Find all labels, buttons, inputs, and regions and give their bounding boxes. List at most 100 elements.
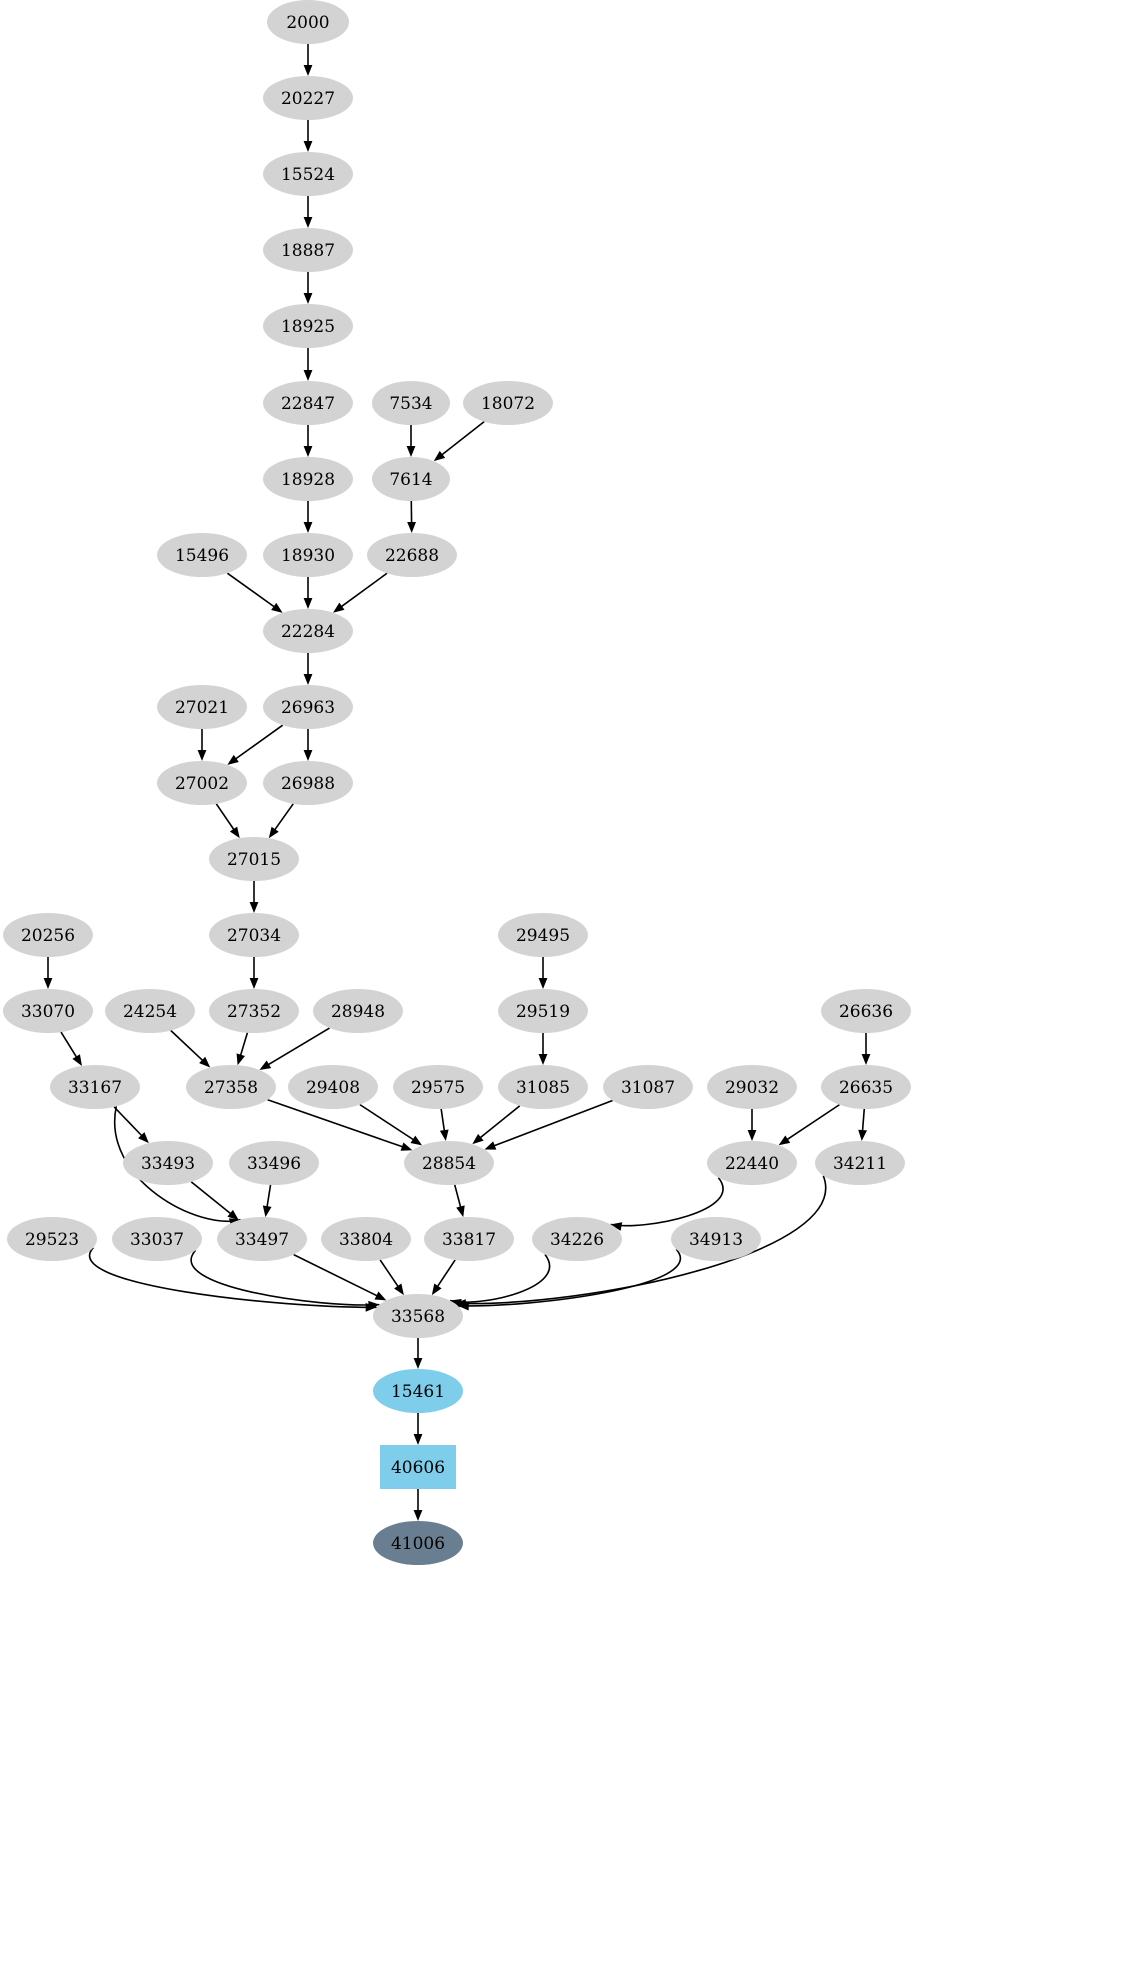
graph-node[interactable]: 18930 bbox=[263, 533, 353, 577]
node-ellipse[interactable] bbox=[263, 76, 353, 120]
graph-node[interactable]: 33493 bbox=[123, 1141, 213, 1185]
node-ellipse[interactable] bbox=[373, 1294, 463, 1338]
graph-node[interactable]: 33167 bbox=[50, 1065, 140, 1109]
graph-node[interactable]: 27021 bbox=[157, 685, 247, 729]
node-ellipse[interactable] bbox=[263, 381, 353, 425]
graph-node[interactable]: 22847 bbox=[263, 381, 353, 425]
graph-node[interactable]: 7614 bbox=[372, 457, 450, 501]
graph-node[interactable]: 33070 bbox=[3, 989, 93, 1033]
node-ellipse[interactable] bbox=[532, 1217, 622, 1261]
node-ellipse[interactable] bbox=[821, 989, 911, 1033]
graph-node[interactable]: 2000 bbox=[267, 0, 349, 44]
node-ellipse[interactable] bbox=[321, 1217, 411, 1261]
node-ellipse[interactable] bbox=[367, 533, 457, 577]
graph-node[interactable]: 27002 bbox=[157, 761, 247, 805]
node-ellipse[interactable] bbox=[209, 989, 299, 1033]
graph-node[interactable]: 31087 bbox=[603, 1065, 693, 1109]
node-ellipse[interactable] bbox=[671, 1217, 761, 1261]
node-ellipse[interactable] bbox=[263, 533, 353, 577]
graph-node[interactable]: 27015 bbox=[209, 837, 299, 881]
node-ellipse[interactable] bbox=[123, 1141, 213, 1185]
graph-node[interactable]: 28948 bbox=[313, 989, 403, 1033]
node-ellipse[interactable] bbox=[263, 761, 353, 805]
graph-node[interactable]: 22284 bbox=[263, 609, 353, 653]
graph-node[interactable]: 34211 bbox=[815, 1141, 905, 1185]
graph-node[interactable]: 18072 bbox=[463, 381, 553, 425]
graph-node[interactable]: 27358 bbox=[186, 1065, 276, 1109]
graph-node[interactable]: 29519 bbox=[498, 989, 588, 1033]
graph-node[interactable]: 29032 bbox=[707, 1065, 797, 1109]
node-ellipse[interactable] bbox=[373, 1521, 463, 1565]
node-ellipse[interactable] bbox=[50, 1065, 140, 1109]
node-ellipse[interactable] bbox=[707, 1141, 797, 1185]
graph-node[interactable]: 31085 bbox=[498, 1065, 588, 1109]
graph-node[interactable]: 27352 bbox=[209, 989, 299, 1033]
graph-node[interactable]: 15461 bbox=[373, 1369, 463, 1413]
node-ellipse[interactable] bbox=[372, 457, 450, 501]
graph-node[interactable]: 29575 bbox=[393, 1065, 483, 1109]
node-ellipse[interactable] bbox=[404, 1141, 494, 1185]
node-ellipse[interactable] bbox=[815, 1141, 905, 1185]
node-ellipse[interactable] bbox=[267, 0, 349, 44]
graph-node[interactable]: 28854 bbox=[404, 1141, 494, 1185]
node-ellipse[interactable] bbox=[263, 609, 353, 653]
node-ellipse[interactable] bbox=[263, 228, 353, 272]
graph-node[interactable]: 29408 bbox=[288, 1065, 378, 1109]
graph-node[interactable]: 22440 bbox=[707, 1141, 797, 1185]
graph-node[interactable]: 26963 bbox=[263, 685, 353, 729]
graph-node[interactable]: 29523 bbox=[7, 1217, 97, 1261]
graph-node[interactable]: 15496 bbox=[157, 533, 247, 577]
graph-node[interactable]: 26635 bbox=[821, 1065, 911, 1109]
node-ellipse[interactable] bbox=[263, 304, 353, 348]
node-ellipse[interactable] bbox=[373, 1369, 463, 1413]
graph-node[interactable]: 22688 bbox=[367, 533, 457, 577]
graph-node[interactable]: 34226 bbox=[532, 1217, 622, 1261]
node-ellipse[interactable] bbox=[157, 761, 247, 805]
node-ellipse[interactable] bbox=[209, 913, 299, 957]
graph-node[interactable]: 40606 bbox=[380, 1445, 456, 1489]
graph-node[interactable]: 27034 bbox=[209, 913, 299, 957]
graph-node[interactable]: 33568 bbox=[373, 1294, 463, 1338]
graph-node[interactable]: 20256 bbox=[3, 913, 93, 957]
node-ellipse[interactable] bbox=[372, 381, 450, 425]
node-ellipse[interactable] bbox=[209, 837, 299, 881]
graph-node[interactable]: 33804 bbox=[321, 1217, 411, 1261]
node-ellipse[interactable] bbox=[263, 685, 353, 729]
node-ellipse[interactable] bbox=[7, 1217, 97, 1261]
node-ellipse[interactable] bbox=[229, 1141, 319, 1185]
graph-node[interactable]: 33817 bbox=[424, 1217, 514, 1261]
node-ellipse[interactable] bbox=[3, 913, 93, 957]
node-rect[interactable] bbox=[380, 1445, 456, 1489]
graph-node[interactable]: 33037 bbox=[112, 1217, 202, 1261]
graph-node[interactable]: 26636 bbox=[821, 989, 911, 1033]
node-ellipse[interactable] bbox=[112, 1217, 202, 1261]
graph-node[interactable]: 41006 bbox=[373, 1521, 463, 1565]
node-ellipse[interactable] bbox=[217, 1217, 307, 1261]
node-ellipse[interactable] bbox=[157, 533, 247, 577]
graph-node[interactable]: 26988 bbox=[263, 761, 353, 805]
node-ellipse[interactable] bbox=[313, 989, 403, 1033]
node-ellipse[interactable] bbox=[263, 152, 353, 196]
node-ellipse[interactable] bbox=[498, 913, 588, 957]
graph-node[interactable]: 18928 bbox=[263, 457, 353, 501]
node-ellipse[interactable] bbox=[463, 381, 553, 425]
node-ellipse[interactable] bbox=[498, 1065, 588, 1109]
node-ellipse[interactable] bbox=[105, 989, 195, 1033]
graph-node[interactable]: 18925 bbox=[263, 304, 353, 348]
graph-node[interactable]: 20227 bbox=[263, 76, 353, 120]
node-ellipse[interactable] bbox=[707, 1065, 797, 1109]
node-ellipse[interactable] bbox=[821, 1065, 911, 1109]
graph-node[interactable]: 18887 bbox=[263, 228, 353, 272]
graph-node[interactable]: 7534 bbox=[372, 381, 450, 425]
node-ellipse[interactable] bbox=[288, 1065, 378, 1109]
graph-node[interactable]: 34913 bbox=[671, 1217, 761, 1261]
graph-node[interactable]: 15524 bbox=[263, 152, 353, 196]
graph-node[interactable]: 29495 bbox=[498, 913, 588, 957]
node-ellipse[interactable] bbox=[603, 1065, 693, 1109]
node-ellipse[interactable] bbox=[157, 685, 247, 729]
node-ellipse[interactable] bbox=[393, 1065, 483, 1109]
graph-node[interactable]: 33497 bbox=[217, 1217, 307, 1261]
node-ellipse[interactable] bbox=[424, 1217, 514, 1261]
node-ellipse[interactable] bbox=[498, 989, 588, 1033]
graph-node[interactable]: 24254 bbox=[105, 989, 195, 1033]
